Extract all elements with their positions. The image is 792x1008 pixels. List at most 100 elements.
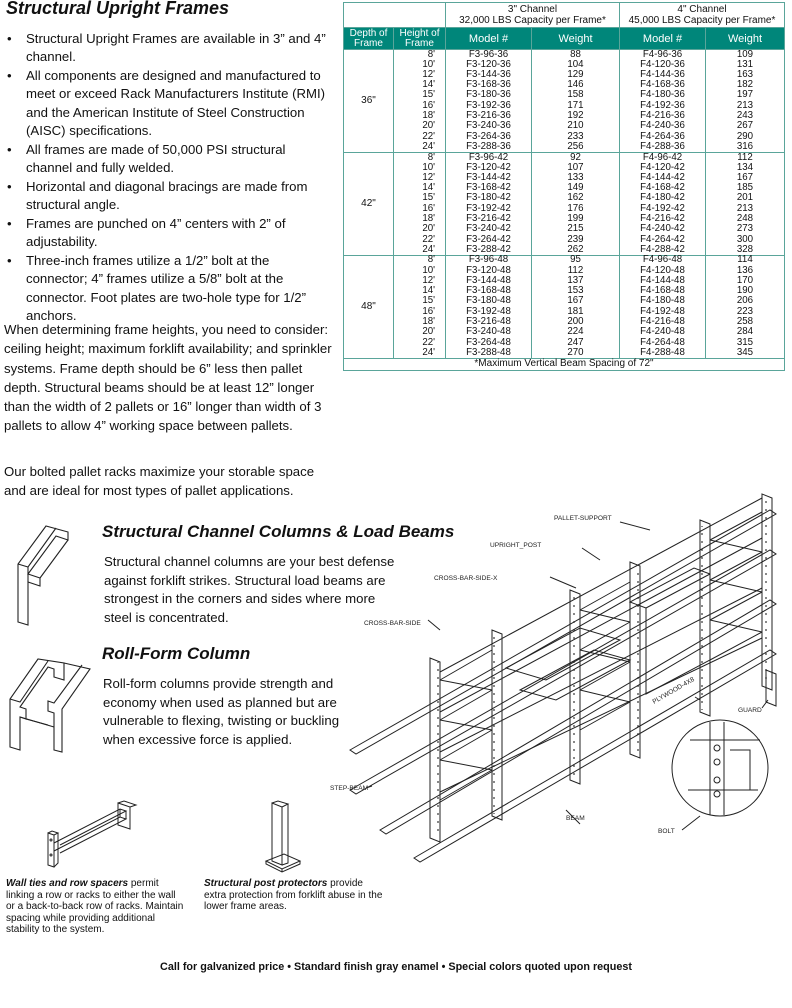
- weight-4-cell: 190: [705, 286, 785, 297]
- label-beam: BEAM: [566, 815, 585, 822]
- channel-4-label: 4" Channel: [677, 4, 727, 15]
- table-note-row: *Maximum Vertical Beam Spacing of 72": [343, 357, 785, 371]
- weight-4-cell: 114: [705, 255, 785, 266]
- height-cell: 16': [393, 306, 446, 318]
- col-header-height: Height of Frame: [393, 27, 446, 50]
- label-pallet-support: PALLET-SUPPORT: [554, 515, 612, 522]
- weight-4-cell: 300: [705, 234, 785, 246]
- model-3-cell: F3-288-48: [445, 347, 532, 359]
- height-cell: 16': [393, 100, 446, 112]
- weight-4-cell: 167: [705, 172, 785, 184]
- label-bolt: BOLT: [658, 828, 675, 835]
- page-title: Structural Upright Frames: [6, 0, 230, 18]
- storage-paragraph: Our bolted pallet racks maximize your st…: [4, 464, 315, 499]
- wall-ties-caption-bold: Wall ties and row spacers: [6, 878, 129, 889]
- weight-4-cell: 290: [705, 131, 785, 143]
- section-title-channel-columns: Structural Channel Columns & Load Beams: [102, 522, 455, 541]
- frame-spec-table: 3" Channel 32,000 LBS Capacity per Frame…: [343, 2, 785, 371]
- model-4-cell: F4-288-48: [619, 347, 706, 359]
- list-item: All frames are made of 50,000 PSI struct…: [4, 141, 334, 178]
- weight-4-cell: 273: [705, 224, 785, 235]
- label-guard: GUARD: [738, 707, 762, 714]
- feature-list: Structural Upright Frames are available …: [4, 30, 334, 326]
- height-cell: 14': [393, 80, 446, 91]
- roll-form-column-icon: [9, 658, 91, 753]
- model-4-cell: F4-288-36: [619, 141, 706, 153]
- weight-4-cell: 112: [705, 152, 785, 163]
- height-cell: 8': [393, 255, 446, 266]
- height-cell: 15': [393, 193, 446, 204]
- weight-4-cell: 206: [705, 296, 785, 307]
- weight-4-cell: 284: [705, 327, 785, 338]
- post-protectors-caption-bold: Structural post protectors: [204, 878, 328, 889]
- c-channel-icon: [17, 525, 69, 626]
- height-cell: 18': [393, 317, 446, 328]
- list-item: Horizontal and diagonal bracings are mad…: [4, 178, 334, 215]
- channel-4-header: 4" Channel 45,000 LBS Capacity per Frame…: [619, 2, 785, 28]
- height-cell: 14': [393, 183, 446, 194]
- channel-3-capacity: 32,000 LBS Capacity per Frame*: [459, 15, 606, 26]
- header-blank: [343, 2, 446, 28]
- post-protector-illustration: [264, 800, 302, 873]
- wall-ties-caption-text: permit linking a row or racks to either …: [6, 878, 184, 935]
- list-item: Structural Upright Frames are available …: [4, 30, 334, 67]
- height-cell: 22': [393, 131, 446, 143]
- label-cross-bar-side-x: CROSS-BAR-SIDE-X: [434, 575, 498, 582]
- weight-4-cell: 170: [705, 275, 785, 287]
- height-cell: 12': [393, 172, 446, 184]
- post-protectors-caption: Structural post protectors provide extra…: [204, 878, 384, 913]
- height-cell: 24': [393, 244, 446, 256]
- table-header-capacity-row: 3" Channel 32,000 LBS Capacity per Frame…: [343, 2, 785, 28]
- height-cell: 18': [393, 214, 446, 225]
- label-upright-post: UPRIGHT_POST: [490, 542, 541, 549]
- list-item: All components are designed and manufact…: [4, 67, 334, 140]
- height-cell: 14': [393, 286, 446, 297]
- weight-4-cell: 213: [705, 100, 785, 112]
- weight-4-cell: 213: [705, 203, 785, 215]
- height-cell: 24': [393, 141, 446, 153]
- height-cell: 24': [393, 347, 446, 359]
- height-cell: 15': [393, 296, 446, 307]
- weight-4-cell: 134: [705, 162, 785, 174]
- height-cell: 22': [393, 234, 446, 246]
- weight-4-cell: 201: [705, 193, 785, 204]
- col-header-model-3: Model #: [445, 27, 532, 50]
- list-item: Three-inch frames utilize a 1/2” bolt at…: [4, 252, 334, 325]
- height-cell: 20': [393, 121, 446, 132]
- weight-4-cell: 185: [705, 183, 785, 194]
- height-cell: 20': [393, 224, 446, 235]
- col-header-weight-3: Weight: [531, 27, 620, 50]
- weight-4-cell: 328: [705, 244, 785, 256]
- weight-3-cell: 256: [531, 141, 620, 153]
- channel-3-header: 3" Channel 32,000 LBS Capacity per Frame…: [445, 2, 620, 28]
- channel-3-label: 3" Channel: [507, 4, 558, 15]
- depth-cell: 36": [343, 49, 394, 153]
- height-cell: 12': [393, 69, 446, 81]
- height-cell: 20': [393, 327, 446, 338]
- height-cell: 15': [393, 90, 446, 101]
- section-title-roll-form: Roll-Form Column: [102, 644, 251, 663]
- channel-4-capacity: 45,000 LBS Capacity per Frame*: [628, 15, 776, 26]
- height-cell: 10': [393, 59, 446, 71]
- height-cell: 10': [393, 265, 446, 277]
- weight-4-cell: 258: [705, 317, 785, 328]
